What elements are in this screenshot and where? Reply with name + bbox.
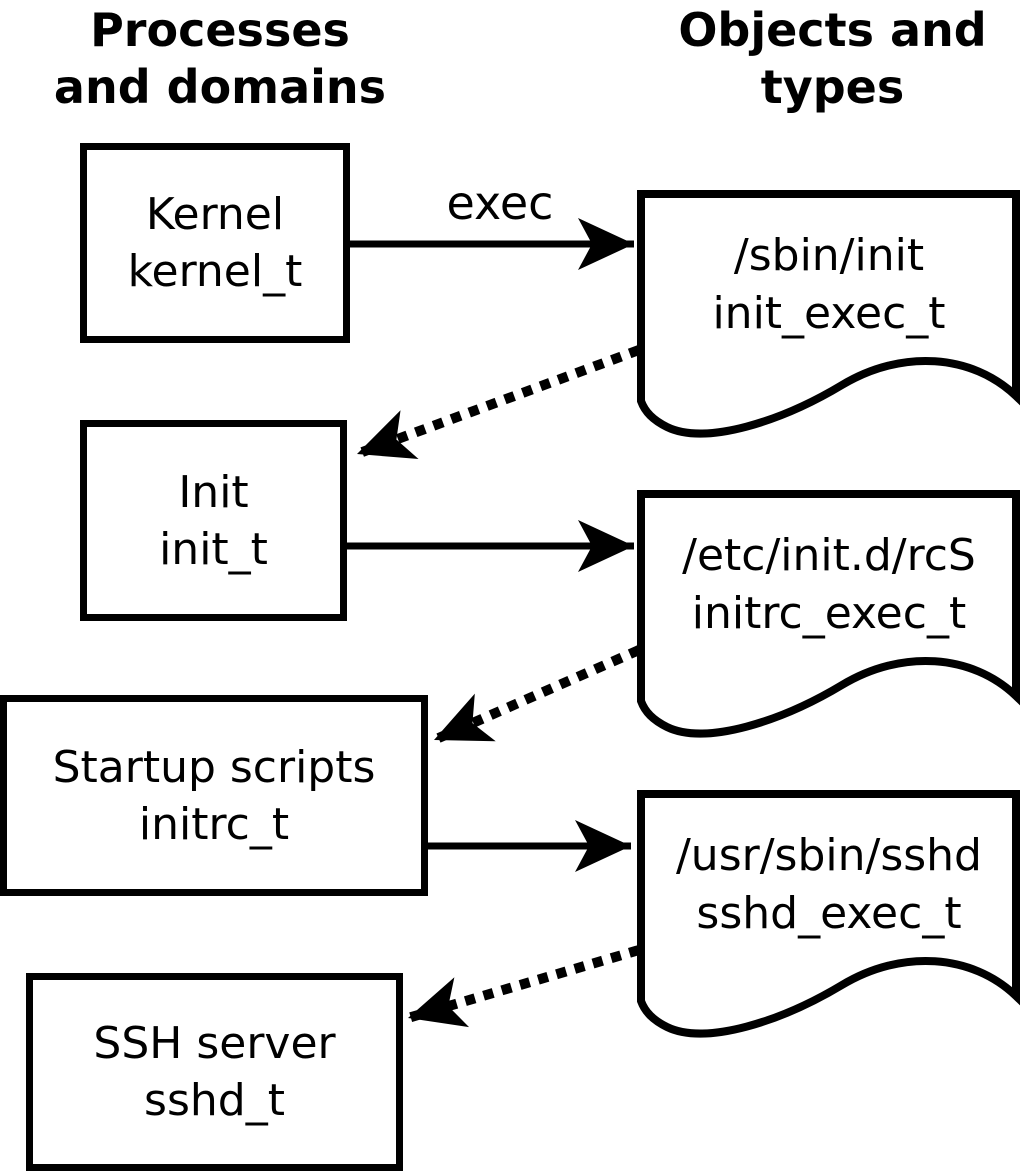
object-doc-sbin-init: /sbin/init init_exec_t [645, 196, 1013, 374]
process-box-startup-scripts: Startup scripts initrc_t [0, 695, 428, 896]
object-type: initrc_exec_t [691, 588, 967, 639]
process-box-kernel: Kernel kernel_t [80, 143, 350, 343]
object-path: /usr/sbin/sshd [675, 830, 982, 881]
dotted-arrow-sshd-exec-to-sshd-domain [406, 945, 641, 1028]
process-domain: init_t [159, 523, 268, 575]
object-doc-etc-initd-rcs: /etc/init.d/rcS initrc_exec_t [645, 496, 1013, 674]
process-domain: kernel_t [127, 246, 303, 297]
process-domain: initrc_t [138, 798, 290, 850]
process-name: SSH server [93, 1018, 336, 1069]
object-doc-usr-sbin-sshd: /usr/sbin/sshd sshd_exec_t [645, 796, 1013, 974]
object-type: sshd_exec_t [696, 888, 962, 939]
dotted-arrow-init-exec-to-init-domain [355, 345, 641, 460]
column-header-processes-line2: and domains [53, 60, 387, 114]
column-header-processes-line1: Processes [90, 3, 350, 57]
object-path: /sbin/init [733, 230, 925, 281]
column-header-objects-line1: Objects and [678, 3, 987, 57]
column-header-processes: Processes and domains [30, 2, 410, 116]
object-path: /etc/init.d/rcS [682, 530, 976, 581]
object-type: init_exec_t [712, 288, 946, 339]
exec-arrow-label: exec [446, 176, 554, 230]
process-domain: sshd_t [144, 1075, 285, 1126]
process-name: Kernel [145, 189, 285, 240]
process-name: Init [178, 466, 249, 518]
process-box-init: Init init_t [80, 420, 347, 621]
dotted-arrow-initrc-exec-to-initrc-domain [431, 645, 642, 745]
process-box-ssh-server: SSH server sshd_t [26, 973, 403, 1171]
process-name: Startup scripts [52, 741, 376, 793]
column-header-objects: Objects and types [645, 2, 1020, 116]
column-header-objects-line2: types [760, 60, 905, 114]
